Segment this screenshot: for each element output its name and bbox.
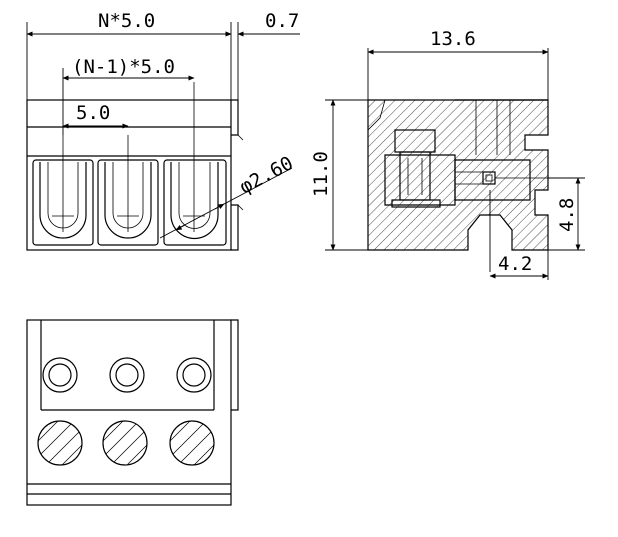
upper-hole-3	[176, 357, 212, 393]
upper-hole-2	[109, 357, 145, 393]
dim-total-width-label: N*5.0	[98, 10, 155, 32]
side-view: 13.6 11.0 4.8 4.2	[310, 28, 585, 280]
side-body-section	[367, 99, 549, 251]
dim-pin-height-label: 4.8	[556, 198, 578, 232]
dim-hole-diameter-label: 2.60	[246, 152, 297, 193]
front-side-flange-bottom	[231, 204, 239, 251]
dim-side-length-label: 13.6	[430, 28, 476, 50]
front-side-flange-top	[231, 99, 239, 136]
svg-text:φ2.60: φ2.60	[236, 152, 297, 198]
screw-head-1	[37, 420, 83, 466]
side-clamp-plate	[391, 199, 441, 208]
side-wire-channel	[454, 159, 531, 201]
bottom-view	[26, 319, 239, 506]
dim-pitch-label: 5.0	[76, 102, 110, 124]
screw-head-2	[102, 420, 148, 466]
dim-height-label: 11.0	[310, 151, 332, 197]
front-flange-notch-b	[237, 204, 244, 211]
front-pocket-3	[163, 82, 227, 246]
screw-head-3	[169, 420, 215, 466]
front-view: N*5.0 0.7 (N-1)*5.0 5.0 φ2.60	[26, 10, 300, 251]
front-pocket-1	[32, 135, 94, 246]
side-screw-cavity	[384, 154, 456, 206]
dim-gap-label: 0.7	[265, 10, 299, 32]
upper-hole-1	[42, 357, 78, 393]
dim-inner-width-label: (N-1)*5.0	[72, 56, 175, 78]
bottom-body-outline	[26, 319, 232, 506]
front-body-outline	[26, 99, 232, 251]
dim-pin-offset-label: 4.2	[498, 253, 532, 275]
front-flange-notch-a	[237, 134, 244, 141]
front-pocket-2	[97, 135, 159, 246]
